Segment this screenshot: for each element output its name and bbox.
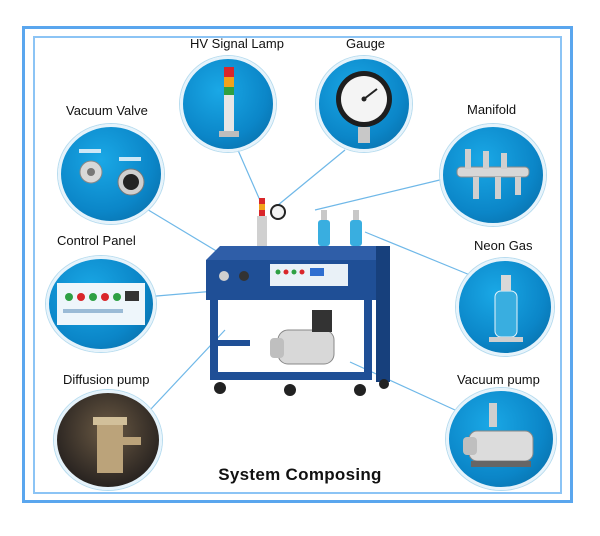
inner-frame [33, 36, 562, 494]
neon-gas-photo [456, 258, 554, 356]
manifold-photo [440, 124, 546, 226]
label-neon-gas: Neon Gas [474, 238, 533, 253]
vacuum-system-machine [206, 198, 390, 396]
diffusion-pump-photo [54, 390, 162, 490]
gauge-icon [336, 71, 392, 143]
label-vacuum-pump: Vacuum pump [457, 372, 540, 387]
diffusion-pump-icon [93, 417, 141, 473]
label-vacuum-valve: Vacuum Valve [66, 103, 148, 118]
manifold-icon [456, 149, 530, 199]
vacuum-pump-icon [463, 403, 534, 467]
control-panel-photo [46, 256, 156, 352]
label-control-panel: Control Panel [57, 233, 136, 248]
label-manifold: Manifold [467, 102, 517, 117]
vacuum-valve-photo [58, 124, 164, 224]
gas-cylinder-icon [489, 275, 523, 342]
label-diffusion-pump: Diffusion pump [63, 372, 150, 387]
diagram-title: System Composing [218, 465, 382, 484]
vacuum-pump-photo [446, 388, 556, 490]
hv-signal-lamp-photo [180, 56, 276, 152]
control-panel-icon [57, 283, 145, 325]
label-gauge: Gauge [346, 36, 386, 51]
signal-lamp-icon [219, 67, 239, 137]
outer-frame [22, 26, 573, 503]
gauge-photo [316, 56, 412, 152]
label-hv-signal-lamp: HV Signal Lamp [190, 36, 284, 51]
valve-icon [79, 149, 145, 196]
